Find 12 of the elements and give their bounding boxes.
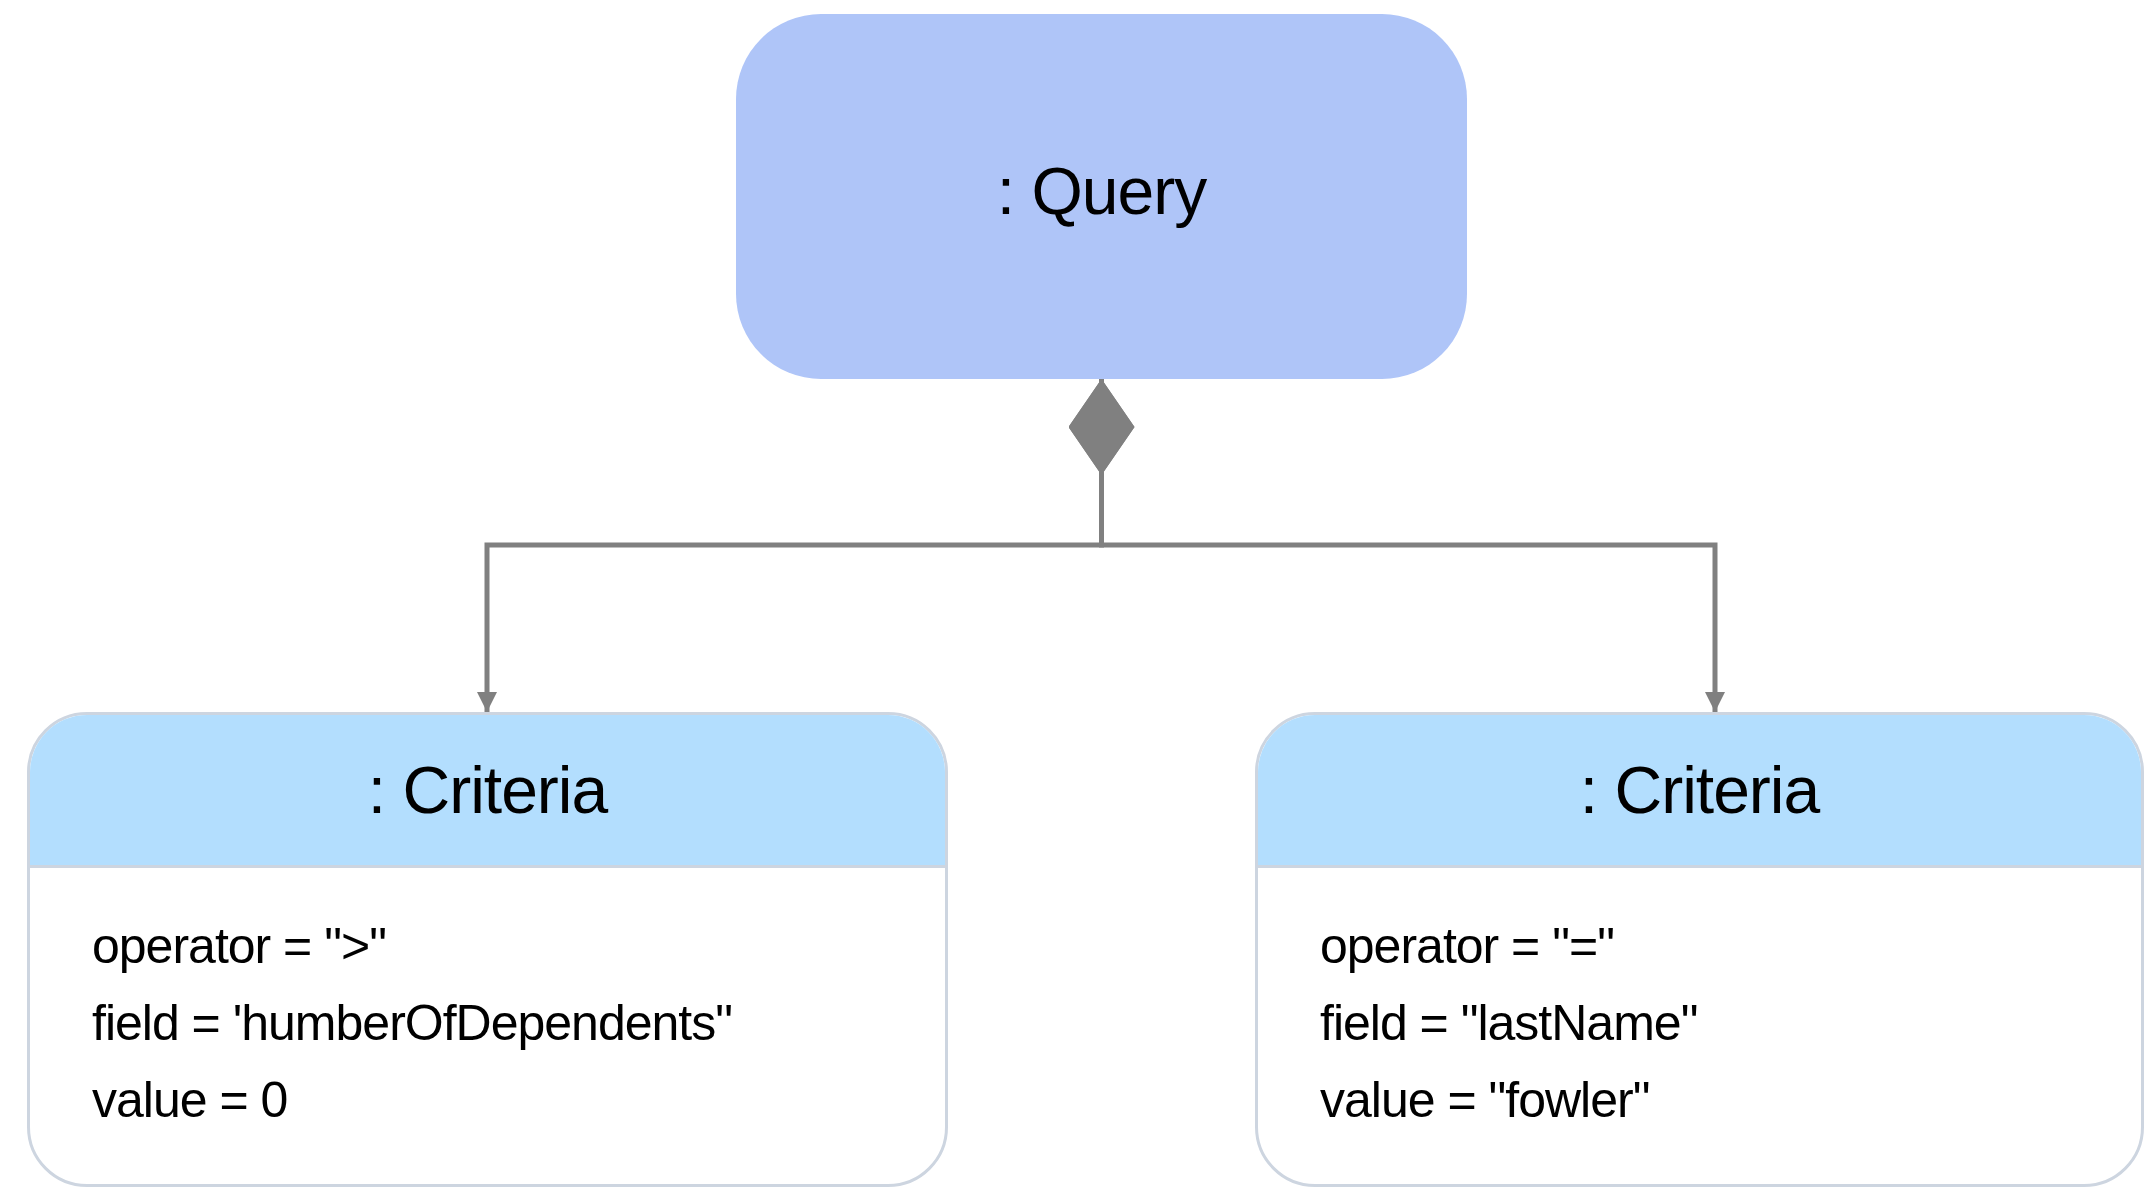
attribute-text: value = "fowler" bbox=[1320, 1071, 1651, 1130]
object-name: : Criteria bbox=[367, 752, 608, 828]
object-box bbox=[736, 14, 1467, 379]
attribute-text: operator = "=" bbox=[1320, 917, 1615, 976]
attribute-text: field = "lastName" bbox=[1320, 994, 1699, 1053]
object-name: : Criteria bbox=[1579, 752, 1820, 828]
attribute-text: value = 0 bbox=[92, 1071, 289, 1130]
attribute-text: field = 'humberOfDependents" bbox=[92, 994, 733, 1053]
object-card bbox=[1255, 712, 2144, 1187]
object-card bbox=[27, 712, 948, 1187]
attribute-text: operator = ">" bbox=[92, 917, 387, 976]
object-name: : Query bbox=[996, 152, 1207, 229]
